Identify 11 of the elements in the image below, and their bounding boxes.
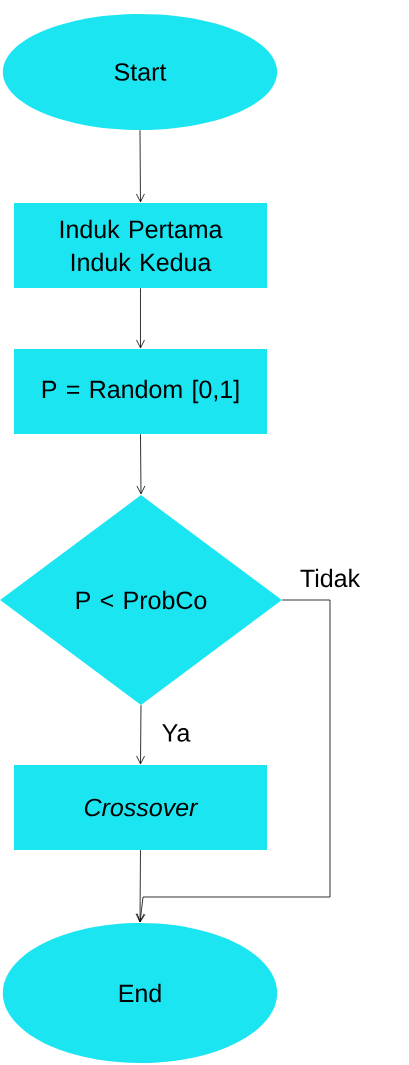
- arrow: [136, 599, 331, 923]
- edge-label: Tidak: [298, 567, 362, 589]
- process-box: P = Random [0,1]: [14, 349, 267, 434]
- arrow: [136, 433, 146, 495]
- arrow: [136, 704, 145, 765]
- process-box: Induk Pertama Induk Kedua: [14, 203, 267, 288]
- edge-label: Ya: [160, 723, 192, 743]
- process-box: Crossover: [14, 765, 267, 850]
- arrow: [136, 129, 145, 203]
- arrow: [135, 849, 145, 923]
- arrow: [136, 287, 145, 349]
